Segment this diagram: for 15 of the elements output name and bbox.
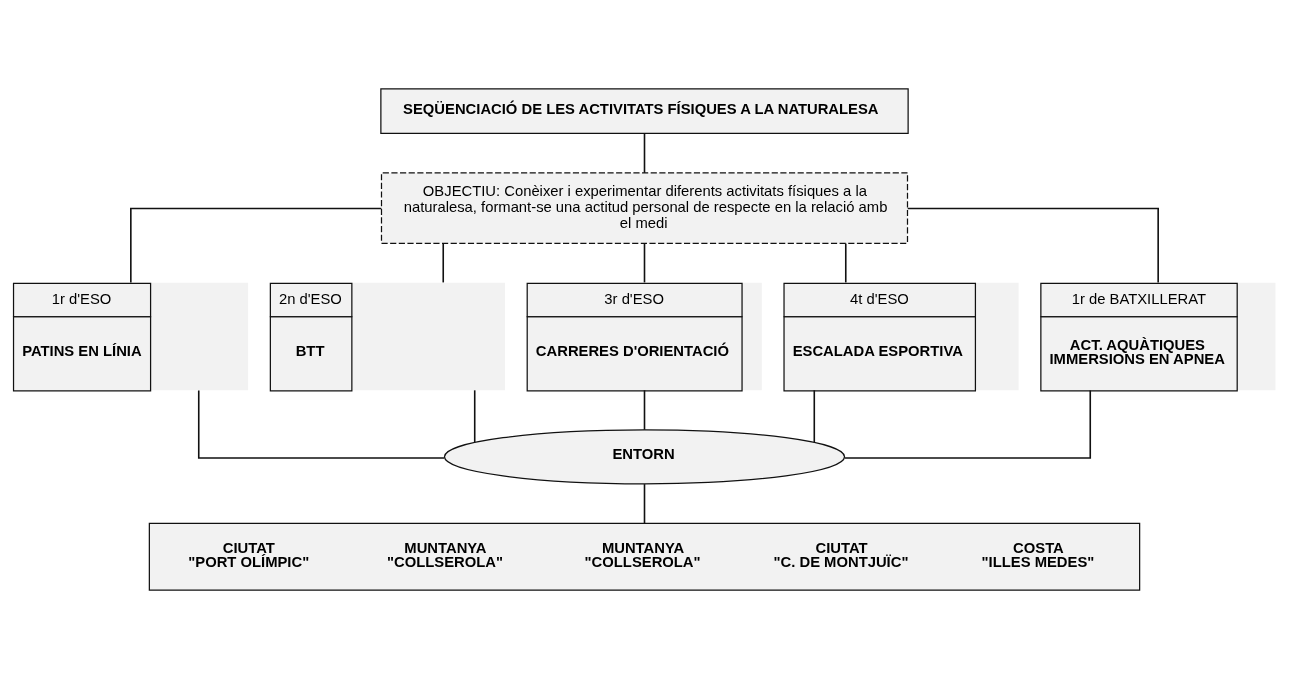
- node-box: OBJECTIU: Conèixer i experimentar diferents activitats físiques a la naturalesa, formant-se una actitud personal de respecte en la relació amb el medi: [380, 172, 909, 244]
- connector: [643, 132, 646, 174]
- connector: [130, 207, 383, 284]
- node-ellipse: ENTORN: [443, 429, 846, 485]
- connector: [643, 483, 646, 524]
- connector: [197, 389, 446, 459]
- connector: [843, 389, 1092, 459]
- connector: [473, 389, 476, 444]
- connector: [844, 242, 847, 284]
- connector: [643, 242, 646, 284]
- connector: [813, 389, 816, 444]
- connector: [906, 207, 1159, 284]
- connector: [643, 389, 646, 431]
- connector: [442, 242, 445, 284]
- node-box: SEQÜENCIACIÓ DE LES ACTIVITATS FÍSIQUES A LA NATURALESA: [380, 88, 909, 134]
